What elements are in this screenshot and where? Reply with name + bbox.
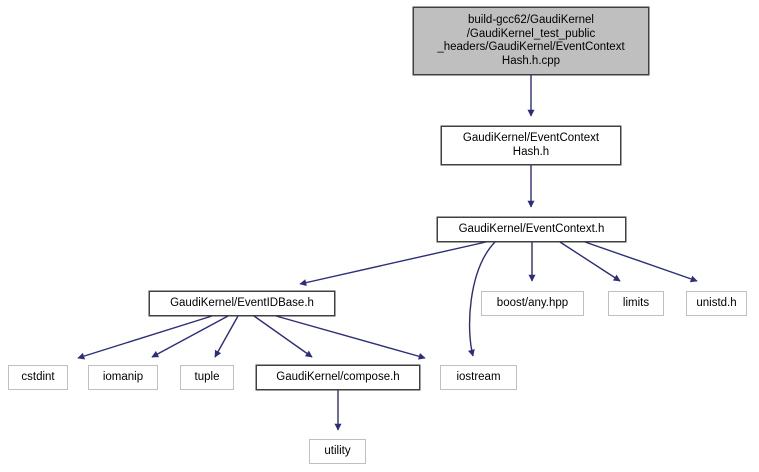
graph-node-label: utility bbox=[324, 444, 351, 457]
graph-node-label: GaudiKernel/EventIDBase.h bbox=[170, 296, 314, 309]
graph-node-label: GaudiKernel/compose.h bbox=[276, 370, 400, 383]
graph-node-iostream[interactable]: iostream bbox=[440, 365, 517, 390]
edge-eventidbase-to-compose bbox=[253, 315, 313, 358]
graph-node-compose[interactable]: GaudiKernel/compose.h bbox=[256, 365, 420, 390]
edge-eventidbase-to-tuple bbox=[214, 315, 239, 358]
graph-node-eventidbase[interactable]: GaudiKernel/EventIDBase.h bbox=[149, 291, 335, 316]
edge-eventidbase-to-iostream bbox=[275, 315, 426, 360]
graph-node-limits[interactable]: limits bbox=[608, 291, 664, 316]
graph-node-root[interactable]: build-gcc62/GaudiKernel /GaudiKernel_tes… bbox=[413, 7, 649, 75]
graph-node-iomanip[interactable]: iomanip bbox=[88, 365, 158, 390]
edge-eventcontext-to-unistd bbox=[584, 241, 698, 283]
graph-node-label: GaudiKernel/EventContext Hash.h bbox=[462, 132, 600, 158]
graph-node-eventcontexthash[interactable]: GaudiKernel/EventContext Hash.h bbox=[441, 126, 621, 165]
edge-eventidbase-to-iomanip bbox=[151, 315, 229, 358]
edge-eventcontext-to-eventidbase bbox=[299, 241, 487, 287]
graph-node-label: iomanip bbox=[102, 370, 144, 383]
graph-node-boostany[interactable]: boost/any.hpp bbox=[481, 291, 584, 316]
graph-node-label: GaudiKernel/EventContext.h bbox=[458, 222, 605, 235]
edge-eventcontext-to-limits bbox=[559, 241, 621, 282]
graph-node-tuple[interactable]: tuple bbox=[180, 365, 234, 390]
graph-node-label: boost/any.hpp bbox=[496, 296, 569, 309]
graph-node-label: limits bbox=[622, 296, 650, 309]
graph-node-eventcontext[interactable]: GaudiKernel/EventContext.h bbox=[437, 217, 626, 242]
graph-node-label: unistd.h bbox=[696, 296, 737, 309]
edge-eventidbase-to-cstdint bbox=[77, 315, 213, 360]
graph-node-unistd[interactable]: unistd.h bbox=[686, 291, 747, 316]
graph-node-utility[interactable]: utility bbox=[309, 439, 366, 464]
graph-node-cstdint[interactable]: cstdint bbox=[8, 365, 68, 390]
graph-node-label: iostream bbox=[456, 370, 501, 383]
graph-node-label: cstdint bbox=[21, 370, 55, 383]
graph-node-label: build-gcc62/GaudiKernel /GaudiKernel_tes… bbox=[437, 14, 625, 67]
graph-node-label: tuple bbox=[194, 370, 220, 383]
